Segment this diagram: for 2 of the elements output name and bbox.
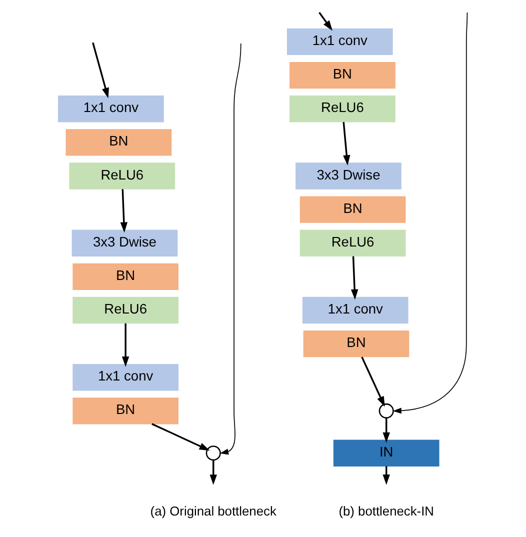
label: (b) bottleneck-IN xyxy=(338,503,434,518)
label: (a) Original bottleneck xyxy=(150,503,276,518)
